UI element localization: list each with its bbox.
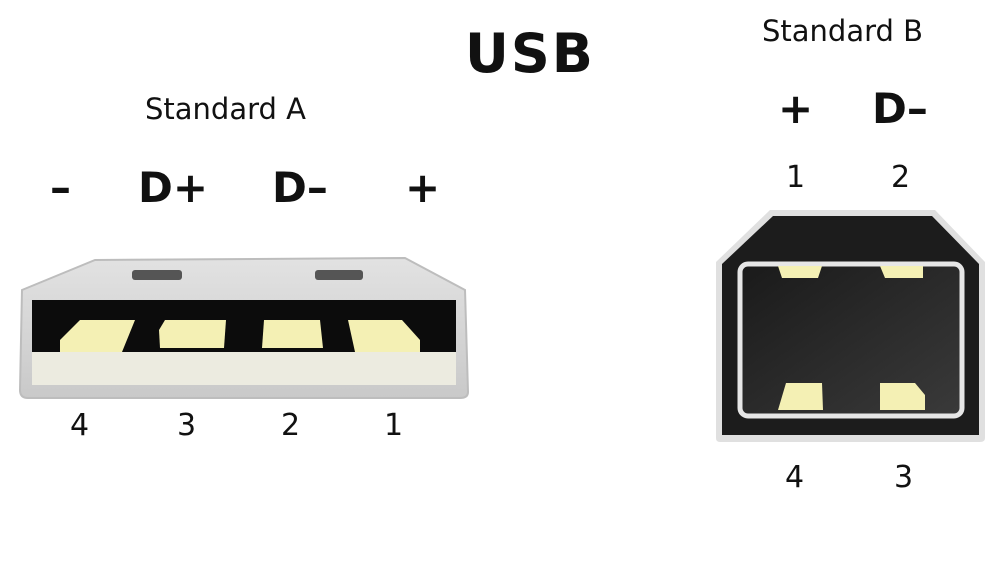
standard-a-signal-2: D– [272, 163, 328, 212]
standard-b-signal-1: + [778, 84, 814, 133]
diagram-title: USB [465, 22, 595, 85]
standard-a-signal-3: D+ [138, 163, 209, 212]
standard-b-label: Standard B [762, 14, 924, 48]
standard-b-pin-2: 2 [891, 160, 911, 195]
standard-a-pin-2: 2 [281, 408, 301, 443]
standard-a-pin-3: 3 [177, 408, 197, 443]
standard-b-pin-3: 3 [894, 460, 914, 495]
standard-b-pin-1: 1 [786, 160, 806, 195]
standard-a-pin-1: 1 [384, 408, 404, 443]
standard-b-pin-4: 4 [785, 460, 805, 495]
standard-a-label: Standard A [145, 92, 306, 126]
standard-a-pin-4: 4 [70, 408, 90, 443]
standard-a-signal-1: + [405, 163, 441, 212]
standard-b-signal-2: D– [872, 84, 928, 133]
standard-a-connector [18, 256, 470, 399]
standard-a-signal-4: – [50, 163, 71, 212]
standard-b-connector [716, 210, 985, 442]
